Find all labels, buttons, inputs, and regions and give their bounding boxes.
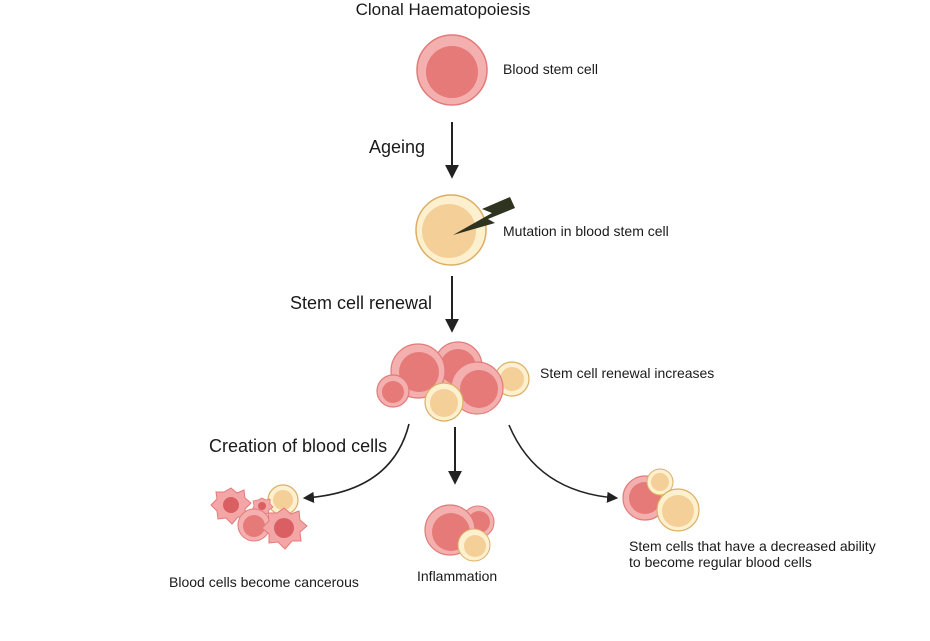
label-mutation: Mutation in blood stem cell — [503, 223, 669, 239]
decreased-ability-cells-icon — [622, 468, 700, 532]
label-inflammation: Inflammation — [417, 568, 498, 584]
label-stem-cell-renewal: Stem cell renewal — [290, 293, 433, 313]
cancerous-cells-icon — [210, 484, 308, 550]
blood-stem-cell-icon — [416, 34, 488, 106]
label-decreased-ability-line2: to become regular blood cells — [629, 554, 812, 570]
arrow-to-decreased-ability — [508, 424, 619, 503]
mutated-cell-icon — [415, 194, 487, 266]
diagram-title: Clonal Haematopoiesis — [355, 0, 531, 19]
inflammation-cells-icon — [424, 504, 495, 562]
label-decreased-ability-line1: Stem cells that have a decreased ability — [629, 538, 876, 554]
label-blood-stem-cell: Blood stem cell — [503, 61, 598, 77]
arrow-to-cancerous — [302, 423, 410, 503]
label-cancerous: Blood cells become cancerous — [169, 574, 359, 590]
cell-cluster-icon — [376, 341, 530, 422]
label-creation-of-blood-cells: Creation of blood cells — [209, 436, 388, 456]
label-ageing: Ageing — [369, 137, 426, 157]
lightning-bolt-icon — [453, 197, 515, 235]
label-renewal-increases: Stem cell renewal increases — [540, 365, 715, 381]
